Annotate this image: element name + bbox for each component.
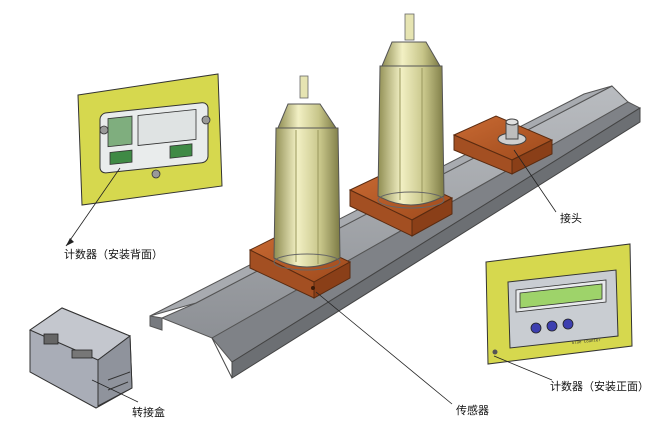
mounting-screw xyxy=(201,115,211,125)
label-adapter: 接头 xyxy=(560,212,582,225)
counter-brand-text: Glue Counter xyxy=(572,337,602,345)
mounting-screw xyxy=(492,349,498,355)
counter-button-2 xyxy=(546,320,558,332)
counter-lcd-display xyxy=(519,283,603,309)
leader-adapter xyxy=(513,149,557,213)
leader-junction-box xyxy=(91,379,139,403)
leader-counter-front xyxy=(493,355,553,381)
junction-port xyxy=(43,333,59,345)
sensor-block-back xyxy=(452,115,554,175)
adapter-fitting xyxy=(497,118,527,146)
leader-lines xyxy=(65,149,557,405)
glue-cartridge-middle xyxy=(377,13,445,209)
mounting-screw xyxy=(99,125,109,135)
counter-button-1 xyxy=(530,322,542,334)
label-counter-front: 计数器（安装正面） xyxy=(550,380,649,393)
counter-button-3 xyxy=(562,318,574,330)
label-counter-back: 计数器（安装背面） xyxy=(64,248,163,261)
arrowhead xyxy=(66,238,74,246)
junction-box xyxy=(28,307,133,409)
leader-sensor xyxy=(315,291,453,405)
sensor-cable-port xyxy=(311,286,315,290)
counter-back-module xyxy=(107,115,133,148)
terminal-block-left xyxy=(109,149,133,165)
glue-cartridge-front xyxy=(273,75,341,271)
mounting-screw xyxy=(151,169,161,179)
label-sensor: 传感器 xyxy=(456,404,489,417)
counter-back-view xyxy=(77,73,223,206)
label-junction-box: 转接盒 xyxy=(132,406,165,419)
counter-front-view: Glue Counter xyxy=(485,243,633,365)
leader-counter-back xyxy=(65,167,121,247)
terminal-block-right xyxy=(169,143,193,159)
